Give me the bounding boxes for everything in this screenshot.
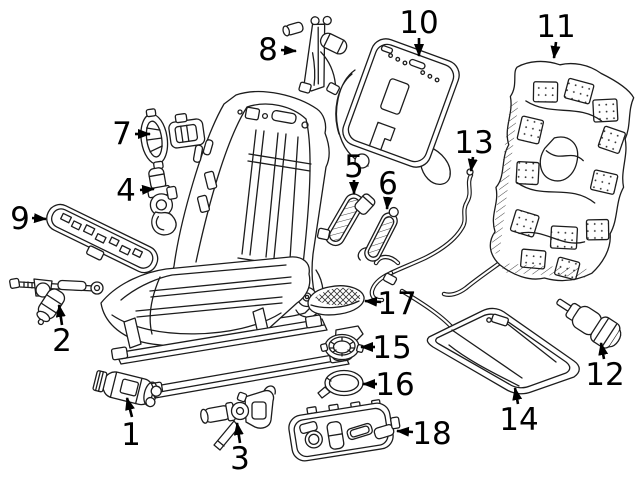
callout-6[interactable]: 6: [378, 166, 398, 210]
callout-4[interactable]: 4: [116, 173, 155, 209]
part-17-mesh-cover-drawing: [307, 285, 365, 316]
callout-18-arrow: [396, 426, 414, 437]
callout-12-arrow: [598, 342, 609, 360]
callout-5-label: 5: [344, 149, 364, 185]
part-9-sensor-mat-drawing: [46, 203, 159, 274]
callout-13-arrow: [467, 156, 478, 172]
callout-11-label: 11: [536, 9, 575, 45]
callout-8-label: 8: [258, 32, 278, 68]
callout-10-label: 10: [399, 5, 438, 41]
part-16-ring-drawing: [317, 369, 364, 399]
callout-17-label: 17: [377, 286, 416, 322]
callout-3-arrow: [233, 422, 244, 444]
callout-7[interactable]: 7: [112, 116, 151, 152]
part-3-motor-bracket-drawing: [200, 385, 276, 451]
part-4-recline-motor-drawing: [147, 167, 178, 236]
callout-4-arrow: [139, 184, 155, 195]
callout-12-label: 12: [585, 357, 624, 393]
seat-frame-drawing: [100, 90, 364, 399]
callout-18-label: 18: [412, 416, 451, 452]
callout-14-arrow: [512, 387, 523, 405]
part-12-lumbar-motor-drawing: [556, 298, 622, 349]
callout-15[interactable]: 15: [360, 330, 412, 366]
callout-9-label: 9: [10, 201, 30, 237]
callout-17[interactable]: 17: [364, 286, 417, 322]
callout-1[interactable]: 1: [121, 397, 141, 453]
callout-2-arrow: [55, 304, 66, 326]
callout-6-label: 6: [378, 166, 398, 202]
part-11-backrest-pad-drawing: [441, 60, 635, 297]
callout-2[interactable]: 2: [52, 304, 72, 359]
part-6-guide-drawing: [357, 206, 399, 262]
callout-8[interactable]: 8: [258, 32, 297, 68]
callout-9[interactable]: 9: [10, 201, 47, 237]
callout-15-label: 15: [372, 330, 411, 366]
callout-16[interactable]: 16: [362, 367, 415, 403]
callout-7-label: 7: [112, 116, 132, 152]
callout-14[interactable]: 14: [499, 387, 539, 438]
callout-11-arrow: [550, 41, 561, 59]
part-2-spindle-drive-drawing: [9, 277, 104, 326]
callout-4-label: 4: [116, 173, 136, 209]
callout-16-label: 16: [375, 367, 414, 403]
callout-9-arrow: [31, 213, 47, 224]
callout-3-label: 3: [230, 441, 250, 477]
callout-1-label: 1: [121, 417, 141, 453]
part-14-lower-panel-drawing: [426, 307, 580, 395]
callout-11[interactable]: 11: [536, 9, 576, 59]
callout-13[interactable]: 13: [454, 125, 494, 172]
callout-3[interactable]: 3: [230, 422, 250, 477]
part-1-seat-motor-drawing: [92, 370, 162, 408]
callout-5[interactable]: 5: [344, 149, 364, 195]
callout-13-label: 13: [454, 125, 493, 161]
part-10-back-panel-drawing: [335, 38, 460, 185]
callout-17-arrow: [364, 296, 382, 307]
callout-10[interactable]: 10: [399, 5, 439, 57]
part-5-guide-drawing: [316, 193, 376, 247]
part-18-switch-panel-drawing: [288, 399, 401, 462]
callout-1-arrow: [125, 397, 135, 418]
callout-6-arrow: [383, 196, 393, 210]
callout-12[interactable]: 12: [585, 342, 625, 393]
callout-14-label: 14: [499, 402, 538, 438]
callout-8-arrow: [280, 45, 297, 56]
callout-2-label: 2: [52, 323, 72, 359]
part-7-adjuster-motor-drawing: [140, 108, 214, 170]
part-8-headrest-drive-drawing: [282, 15, 348, 96]
callout-18[interactable]: 18: [396, 416, 452, 452]
